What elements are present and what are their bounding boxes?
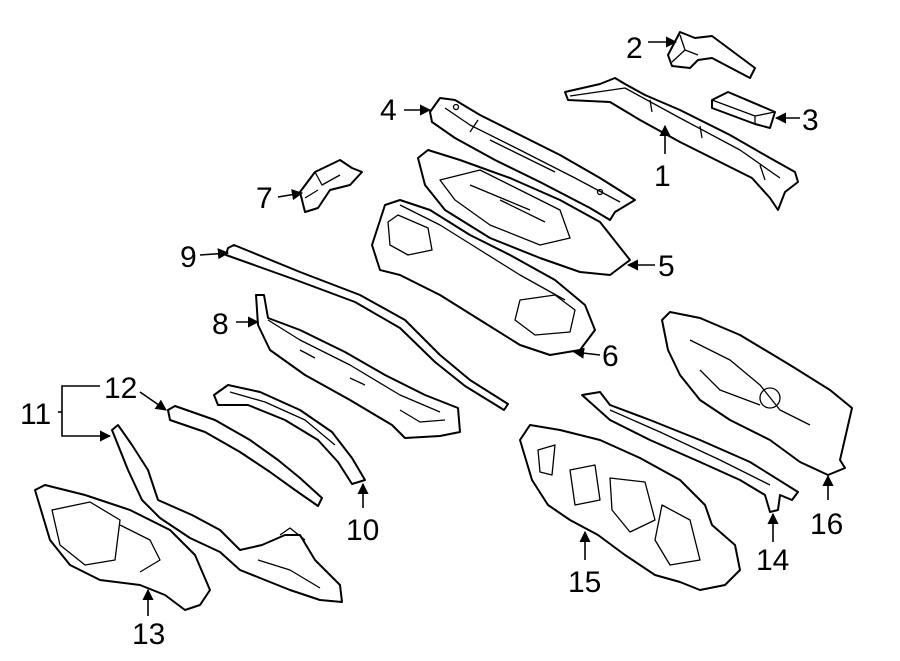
callout-7: 7 — [256, 182, 273, 215]
part-1-cowl-top-panel — [564, 77, 799, 211]
part-15-dash-panel — [519, 424, 741, 591]
part-14-lower-brace — [581, 391, 799, 513]
part-8-cowl-reinforcement — [255, 294, 461, 439]
part-12-brace — [167, 405, 323, 507]
callout-3: 3 — [802, 104, 819, 137]
part-11-dash-panel-strip — [111, 424, 343, 603]
part-3-block — [711, 91, 776, 129]
callout-5: 5 — [658, 250, 675, 283]
part-7-bracket — [299, 159, 363, 213]
callout-15: 15 — [568, 566, 601, 599]
part-9-seal-strip — [225, 244, 509, 411]
callout-16: 16 — [810, 508, 843, 541]
callout-4: 4 — [380, 94, 397, 127]
callout-11: 11 — [20, 398, 51, 431]
part-13-insulator-pad — [34, 484, 211, 611]
part-6-plenum — [371, 199, 596, 356]
callout-10: 10 — [346, 514, 379, 547]
callout-1: 1 — [654, 160, 671, 193]
part-10-curved-strip — [213, 384, 366, 485]
part-16-dash-insulator — [661, 311, 853, 476]
callout-2: 2 — [626, 32, 643, 65]
part-5-cowl-vent-panel — [417, 149, 631, 276]
callout-13: 13 — [132, 618, 165, 651]
callout-labels: 2 3 1 4 5 6 7 9 8 10 11 12 13 14 15 16 — [20, 32, 843, 651]
callout-6: 6 — [602, 340, 619, 373]
callout-14: 14 — [756, 544, 789, 577]
part-4-cowl-panel — [429, 97, 636, 221]
callout-8: 8 — [212, 308, 229, 341]
part-2-bracket — [667, 31, 756, 79]
callout-9: 9 — [180, 241, 197, 274]
callout-12: 12 — [104, 372, 137, 405]
callout-leaders — [58, 36, 834, 616]
